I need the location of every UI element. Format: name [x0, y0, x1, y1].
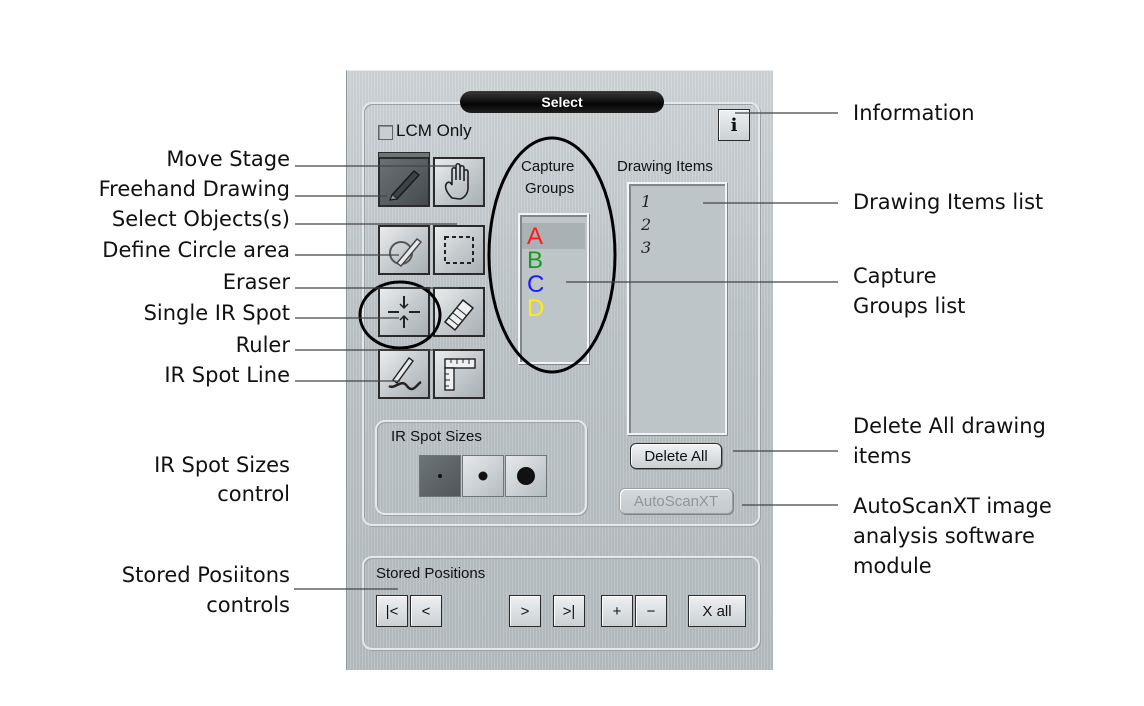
label-capture-groups-2: Groups list	[853, 294, 966, 318]
label-drawing-items-list: Drawing Items list	[853, 190, 1044, 214]
ir-spot-sizes-groupbox	[375, 420, 587, 515]
spot-size-small-button[interactable]	[419, 455, 461, 497]
autoscanxt-button[interactable]: AutoScanXT	[619, 488, 733, 514]
label-autoscanxt-1: AutoScanXT image	[853, 494, 1052, 518]
drawing-item[interactable]: 1	[641, 192, 652, 211]
label-autoscanxt-2: analysis software	[853, 524, 1035, 548]
label-stored-positions-2: controls	[206, 593, 290, 617]
capture-group-item[interactable]: C	[527, 271, 545, 298]
drawing-items-list[interactable]: 1 2 3	[627, 182, 727, 435]
delete-all-button[interactable]: Delete All	[630, 443, 722, 469]
add-position-button[interactable]: +	[601, 595, 633, 627]
stored-positions-groupbox	[362, 556, 760, 650]
first-position-button[interactable]: |<	[376, 595, 408, 627]
label-delete-all-2: items	[853, 444, 912, 468]
label-define-circle: Define Circle area	[102, 238, 290, 262]
capture-groups-title-line1: Capture	[521, 158, 575, 175]
medium-dot-icon	[478, 471, 488, 481]
label-ir-spot-line: IR Spot Line	[164, 363, 290, 387]
label-capture-groups-1: Capture	[853, 264, 937, 288]
drawing-items-title: Drawing Items	[617, 158, 713, 175]
label-single-ir-spot: Single IR Spot	[143, 301, 290, 325]
last-position-button[interactable]: >|	[553, 595, 585, 627]
previous-position-button[interactable]: <	[410, 595, 442, 627]
capture-group-item[interactable]: B	[527, 247, 544, 274]
label-freehand-drawing: Freehand Drawing	[98, 177, 290, 201]
info-icon: i	[730, 114, 738, 136]
tool-header-strip	[378, 152, 430, 158]
spot-size-medium-button[interactable]	[462, 455, 504, 497]
info-button[interactable]: i	[718, 109, 750, 141]
capture-group-item[interactable]: A	[527, 223, 544, 250]
pen-line-icon	[388, 357, 422, 391]
label-ruler: Ruler	[235, 333, 290, 357]
move-stage-button[interactable]	[433, 157, 485, 207]
label-autoscanxt-3: module	[853, 554, 932, 578]
single-ir-spot-button[interactable]	[378, 287, 430, 337]
label-eraser: Eraser	[222, 270, 290, 294]
remove-position-button[interactable]: −	[635, 595, 667, 627]
capture-group-item[interactable]: D	[527, 295, 545, 322]
define-circle-area-button[interactable]	[378, 225, 430, 275]
drawing-item[interactable]: 2	[641, 215, 652, 234]
lcm-only-checkbox[interactable]	[378, 125, 393, 140]
label-information: Information	[853, 101, 975, 125]
label-ir-spot-sizes-2: control	[217, 482, 290, 506]
spot-size-large-button[interactable]	[505, 455, 547, 497]
panel-title: Select	[460, 91, 664, 113]
label-delete-all-1: Delete All drawing	[853, 414, 1046, 438]
dashed-rectangle-icon	[444, 236, 474, 264]
eraser-button[interactable]	[433, 287, 485, 337]
clear-all-positions-button[interactable]: X all	[688, 595, 746, 627]
label-stored-positions-1: Stored Posiitons	[121, 563, 290, 587]
circle-pencil-icon	[389, 238, 423, 267]
drawing-item[interactable]: 3	[641, 238, 652, 257]
ruler-button[interactable]	[433, 349, 485, 399]
small-dot-icon	[438, 474, 442, 478]
label-ir-spot-sizes-1: IR Spot Sizes	[154, 453, 290, 477]
label-move-stage: Move Stage	[166, 147, 290, 171]
ruler-icon	[444, 358, 476, 391]
capture-groups-title-line2: Groups	[525, 180, 575, 197]
large-dot-icon	[517, 467, 535, 485]
ir-spot-sizes-title: IR Spot Sizes	[391, 428, 482, 445]
pencil-icon	[389, 169, 421, 201]
ir-spot-line-button[interactable]	[378, 349, 430, 399]
label-select-objects: Select Objects(s)	[111, 207, 290, 231]
lcm-only-label: LCM Only	[396, 121, 472, 140]
freehand-drawing-button[interactable]	[378, 157, 430, 207]
hand-icon	[444, 162, 469, 200]
crosshair-icon	[388, 296, 420, 328]
next-position-button[interactable]: >	[509, 595, 541, 627]
stored-positions-title: Stored Positions	[376, 565, 486, 582]
eraser-icon	[443, 298, 475, 332]
select-objects-button[interactable]	[433, 225, 485, 275]
